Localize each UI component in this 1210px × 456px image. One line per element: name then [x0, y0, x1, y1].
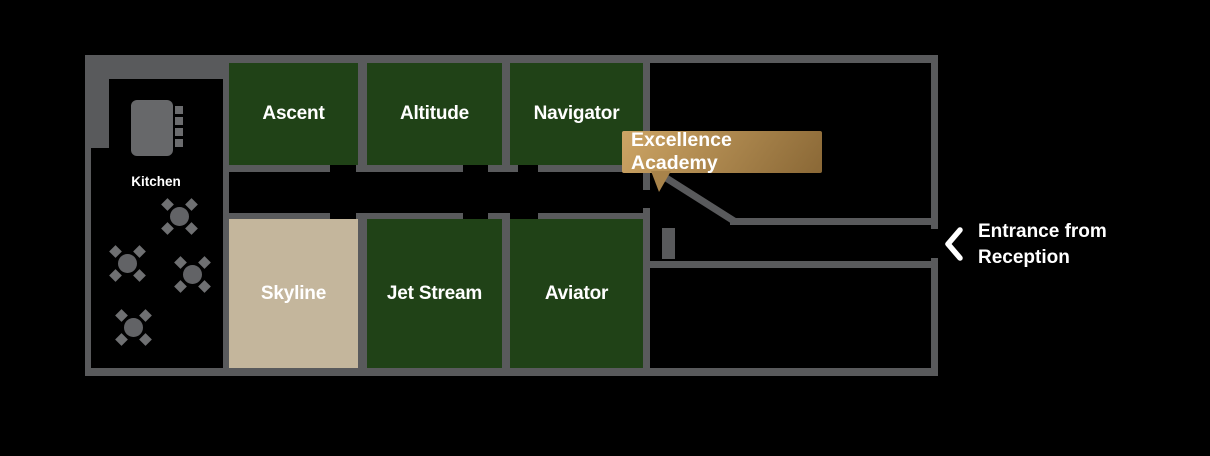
excellence-academy-tooltip: Excellence Academy [622, 129, 822, 174]
chevron-left-stroke [945, 227, 963, 261]
wall-segment [502, 213, 510, 376]
room-label: Skyline [260, 282, 327, 304]
room-skyline[interactable]: Skyline [229, 219, 358, 368]
entrance-label-line2: Reception [978, 247, 1070, 268]
tooltip-label: Excellence Academy [631, 129, 732, 174]
entrance-label: Entrance from Reception [978, 219, 1107, 271]
entrance-label-line1: Entrance from [978, 221, 1107, 242]
room-altitude[interactable]: Altitude [367, 63, 502, 165]
room-ascent[interactable]: Ascent [229, 63, 358, 165]
kitchen-appliance [175, 117, 183, 125]
wall-block [85, 55, 109, 148]
wall-segment [730, 218, 937, 225]
wall-segment [643, 55, 650, 190]
room-navigator[interactable]: Navigator [510, 63, 643, 165]
wall-segment [538, 213, 650, 219]
wall-segment [538, 165, 650, 172]
table-top [117, 253, 137, 273]
table-top [123, 317, 143, 337]
wall-segment [358, 213, 367, 376]
kitchen-counter [131, 100, 173, 156]
wall-segment [931, 258, 938, 376]
tooltip-pointer [651, 171, 671, 192]
room-label: Aviator [544, 282, 609, 304]
wall-diagonal [661, 173, 736, 224]
wall-segment [356, 165, 463, 172]
room-label: Altitude [399, 103, 470, 124]
table-top [182, 264, 202, 284]
wall-segment [225, 213, 330, 219]
wall-segment [85, 368, 937, 376]
room-aviator[interactable]: Aviator [510, 219, 643, 368]
wall-segment [358, 55, 367, 172]
wall-segment [643, 208, 650, 376]
kitchen-appliance [175, 139, 183, 147]
wall-segment [488, 213, 508, 219]
wall-segment [356, 213, 463, 219]
wall-segment [225, 165, 330, 172]
kitchen-appliance [175, 128, 183, 136]
room-label: Navigator [533, 103, 620, 124]
room-label: Ascent [262, 103, 325, 124]
chevron-left-icon [945, 227, 963, 261]
wall-segment [931, 55, 938, 229]
kitchen-label: Kitchen [131, 174, 181, 189]
wall-segment [85, 55, 937, 63]
wall-segment [85, 55, 91, 376]
table-top [169, 206, 189, 226]
wall-segment [488, 165, 518, 172]
kitchen-appliance [175, 106, 183, 114]
wall-segment [502, 55, 510, 172]
room-label: Jet Stream [386, 282, 483, 304]
wall-segment [643, 261, 937, 268]
room-jet-stream[interactable]: Jet Stream [367, 219, 502, 368]
wall-door-stub [662, 228, 675, 259]
